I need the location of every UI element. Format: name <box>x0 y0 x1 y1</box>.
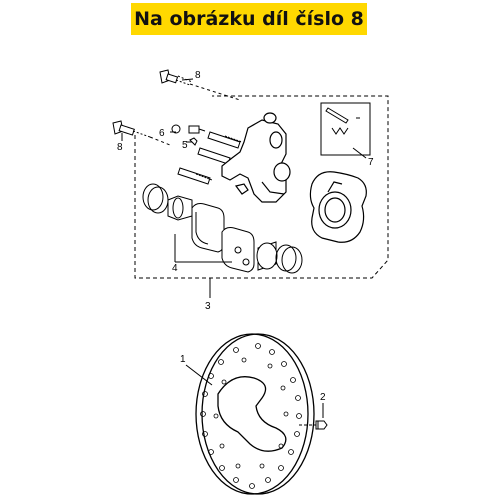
caliper-body <box>221 112 291 203</box>
bolt-left <box>112 120 171 146</box>
disc-bolt <box>299 420 328 430</box>
brake-disc <box>195 333 315 495</box>
callout-6: 6 <box>159 128 165 139</box>
bolt-top <box>159 69 241 101</box>
callout-8-left: 8 <box>117 142 123 153</box>
assembly-dashed-outline <box>134 95 389 279</box>
disc-holes <box>200 343 302 489</box>
bleeder-parts <box>170 124 206 146</box>
brake-pads <box>191 203 255 273</box>
callout-7: 7 <box>368 157 374 168</box>
pin-kit-box <box>320 102 371 159</box>
leader-1 <box>185 364 213 386</box>
title-banner: Na obrázku díl číslo 8 <box>131 3 367 35</box>
callout-3: 3 <box>205 301 211 312</box>
seals-left <box>142 183 193 221</box>
callout-5: 5 <box>182 140 188 151</box>
leader-8-top <box>181 78 194 81</box>
callout-2: 2 <box>320 392 326 403</box>
caliper-half <box>309 171 367 243</box>
callout-1: 1 <box>180 354 186 365</box>
slide-pins <box>177 131 243 185</box>
callout-4: 4 <box>172 263 178 274</box>
title-text: Na obrázku díl číslo 8 <box>134 8 364 30</box>
piston-right <box>256 241 303 274</box>
callout-8-top: 8 <box>195 70 201 81</box>
